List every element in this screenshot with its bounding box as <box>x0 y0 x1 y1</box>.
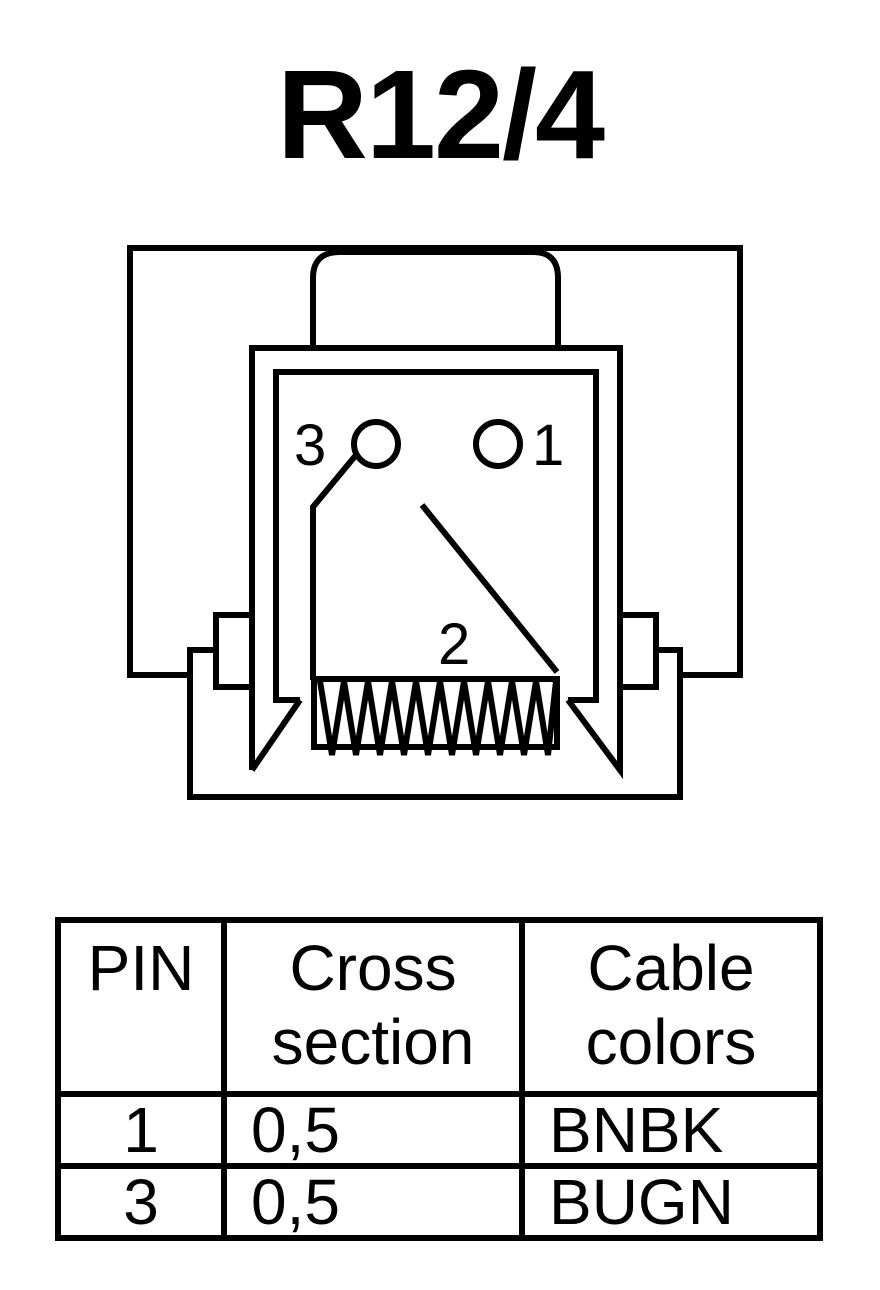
header-pin-label: PIN <box>87 932 195 1004</box>
cell-cable-colors: BUGN <box>519 1163 823 1241</box>
header-pin: PIN <box>55 917 227 1097</box>
header-colors-line1: Cable <box>587 932 755 1004</box>
plug-body-inner <box>273 369 599 703</box>
table-header-row: PIN Cross section Cable colors <box>55 917 823 1097</box>
header-cross-line2: section <box>271 1006 475 1078</box>
pin1-label: 1 <box>532 413 564 478</box>
pin3-contact <box>351 419 401 469</box>
spring-block <box>311 676 560 750</box>
pin3-lead <box>310 453 359 680</box>
connector-drawing: 3 1 2 <box>127 245 743 800</box>
table-row: 3 0,5 BUGN <box>55 1163 823 1241</box>
left-side-block <box>213 612 255 690</box>
plug-body-outer <box>249 345 623 780</box>
pin2-lead <box>419 503 560 674</box>
latch-tab <box>310 249 561 348</box>
base-cradle <box>187 647 683 800</box>
pin1-contact <box>473 419 523 469</box>
cell-pin: 1 <box>55 1091 227 1169</box>
cell-cable-colors: BNBK <box>519 1091 823 1169</box>
pin2-label: 2 <box>438 612 470 677</box>
pin-assignment-table: PIN Cross section Cable colors 1 0,5 BNB… <box>55 917 823 1241</box>
outer-housing <box>127 245 743 678</box>
spring-coil <box>317 680 559 756</box>
cell-cross-section: 0,5 <box>221 1091 525 1169</box>
header-cross-line1: Cross <box>289 932 457 1004</box>
diagram-title: R12/4 <box>276 44 605 185</box>
right-side-block <box>617 612 659 690</box>
header-colors-line2: colors <box>585 1006 757 1078</box>
cell-pin: 3 <box>55 1163 227 1241</box>
table-row: 1 0,5 BNBK <box>55 1091 823 1169</box>
pin3-label: 3 <box>294 413 326 478</box>
cell-cross-section: 0,5 <box>221 1163 525 1241</box>
header-cross-section: Cross section <box>221 917 525 1097</box>
header-cable-colors: Cable colors <box>519 917 823 1097</box>
